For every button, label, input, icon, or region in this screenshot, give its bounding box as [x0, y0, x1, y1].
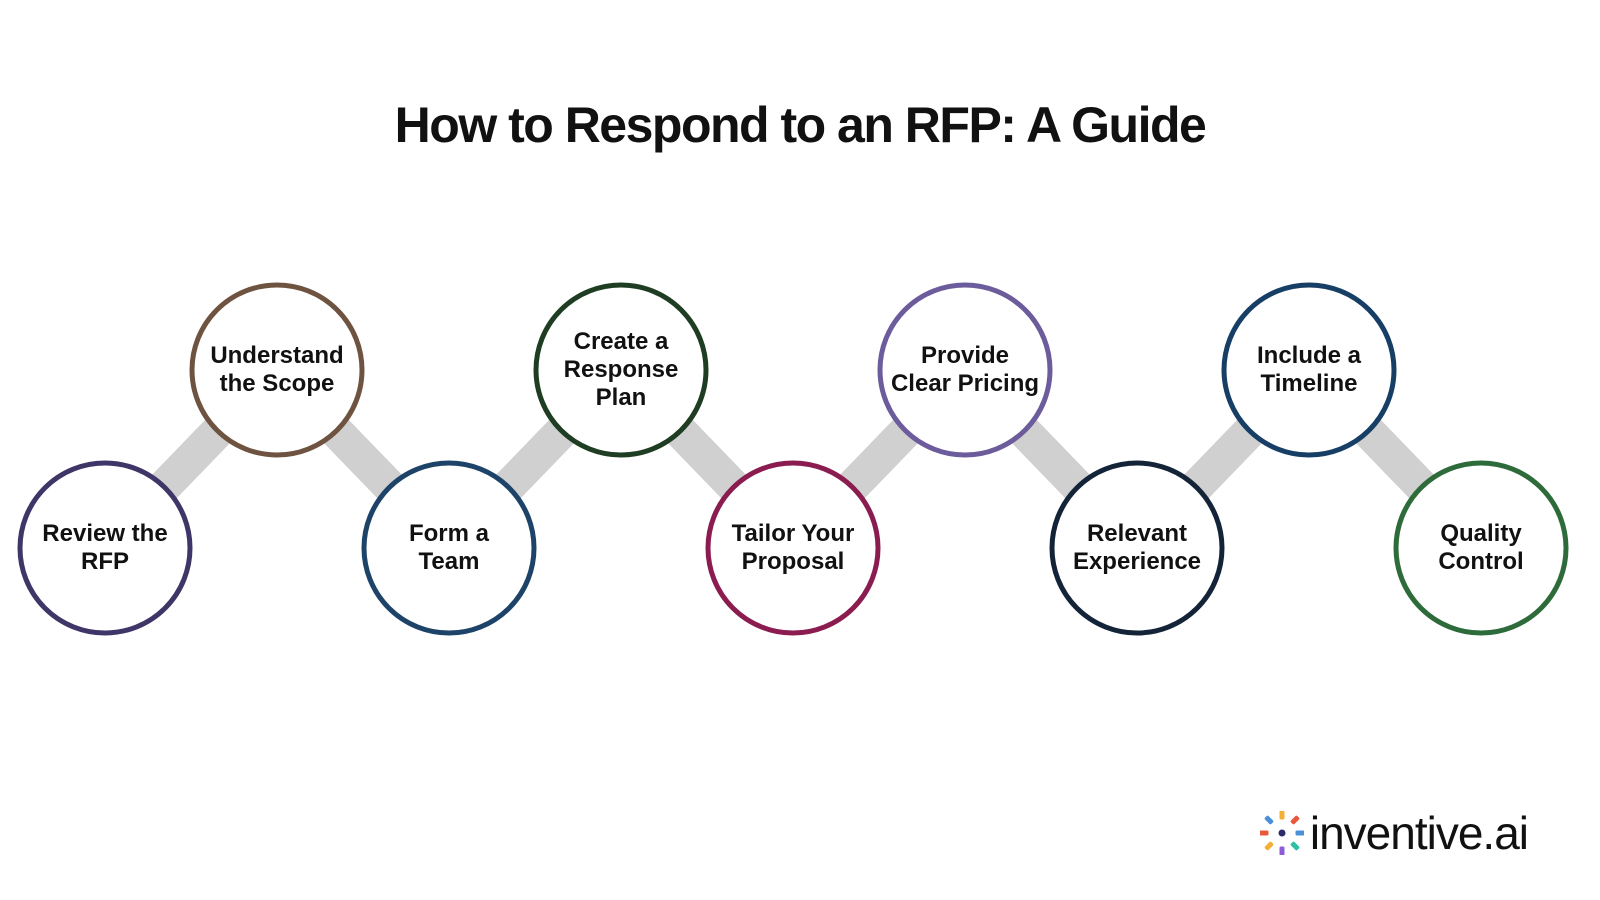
- step-label-line: Proposal: [741, 548, 845, 575]
- step-label-line: Include a: [1256, 342, 1362, 369]
- step-circle-1: [17, 460, 193, 636]
- step-label-line: Quality: [1440, 520, 1522, 547]
- step-circle-3: [361, 460, 537, 636]
- logo-center: [1278, 829, 1286, 837]
- logo-ray: [1259, 830, 1269, 836]
- step-circle-6: [877, 282, 1053, 458]
- step-label-line: Review the: [42, 520, 168, 547]
- step-label-line: Tailor Your: [731, 520, 855, 547]
- step-label-line: Form a: [408, 520, 489, 547]
- step-label-line: Response: [563, 356, 679, 383]
- logo-ray: [1279, 811, 1285, 820]
- step-circle-7: [1049, 460, 1225, 636]
- page-title: How to Respond to an RFP: A Guide: [394, 97, 1207, 153]
- step-circle-8: [1221, 282, 1397, 458]
- step-label-line: Team: [418, 548, 480, 575]
- step-label-line: Create a: [573, 328, 669, 355]
- sparkle-logo-icon: [1259, 811, 1304, 855]
- logo-ray: [1295, 830, 1304, 836]
- brand-name: inventive.ai: [1309, 807, 1529, 859]
- step-label-line: RFP: [81, 548, 129, 575]
- step-circle-4: [533, 282, 709, 458]
- step-label-line: Plan: [595, 384, 647, 411]
- logo-ray: [1264, 841, 1274, 851]
- step-circle-5: [705, 460, 881, 636]
- logo-ray: [1290, 841, 1300, 851]
- logo-ray: [1279, 846, 1285, 855]
- logo-ray: [1264, 815, 1274, 825]
- step-label-line: Relevant: [1086, 520, 1188, 547]
- step-label-line: Timeline: [1260, 370, 1358, 397]
- step-circle-2: [189, 282, 365, 458]
- step-label-line: Understand: [210, 342, 344, 369]
- step-label-line: Provide: [920, 342, 1010, 369]
- step-label-line: Experience: [1072, 548, 1202, 575]
- step-label-line: the Scope: [219, 370, 335, 397]
- step-label-line: Clear Pricing: [890, 370, 1040, 397]
- step-circle-9: [1393, 460, 1569, 636]
- brand-logo: inventive.ai: [1259, 807, 1529, 859]
- step-label-line: Control: [1438, 548, 1524, 575]
- logo-ray: [1290, 815, 1300, 825]
